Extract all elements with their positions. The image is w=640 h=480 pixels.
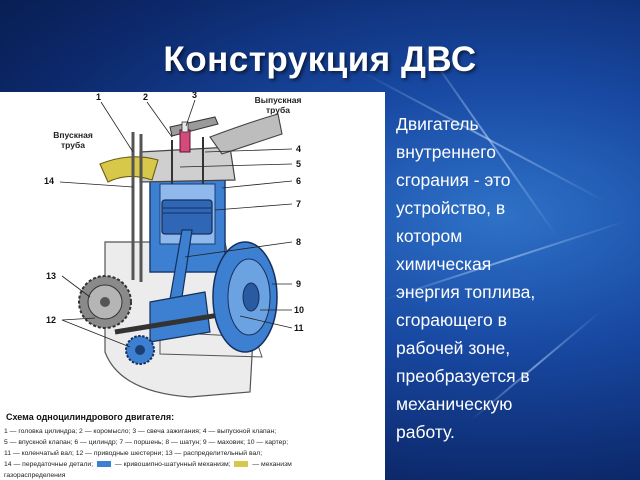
part-number-4: 4	[296, 144, 302, 154]
part-number-9: 9	[296, 279, 302, 289]
legend-line-1: 1 — головка цилиндра; 2 — коромысло; 3 —…	[4, 428, 277, 435]
intake-pipe-label: Впускная труба	[53, 130, 93, 150]
exhaust-pipe-label: Выпускная труба	[254, 95, 302, 115]
part-number-11: 11	[294, 323, 304, 333]
legend-line-3: 11 — коленчатый вал; 12 — приводные шест…	[4, 450, 263, 457]
crank-mechanism-swatch	[97, 461, 111, 468]
part-number-12: 12	[46, 315, 57, 325]
part-number-1: 1	[96, 92, 102, 102]
valve-mechanism-swatch	[234, 461, 249, 468]
part-number-13: 13	[46, 271, 57, 281]
engine-diagram: Выпускная труба Впускная труба 1 2 3 4 5…	[0, 92, 385, 480]
part-number-14: 14	[44, 176, 55, 186]
legend-line-5: газораспределения	[4, 472, 66, 479]
legend-line-4-text-c: — механизм	[252, 461, 292, 468]
diagram-caption-title: Схема одноцилиндрового двигателя:	[6, 412, 175, 422]
slide-body-text: Двигатель внутреннего сгорания - это уст…	[396, 114, 536, 442]
part-number-6: 6	[296, 176, 302, 186]
part-number-10: 10	[294, 305, 305, 315]
engine-illustration	[59, 99, 293, 398]
slide-title: Конструкция ДВС	[163, 40, 477, 79]
legend-line-2: 5 — впускной клапан; 6 — цилиндр; 7 — по…	[4, 439, 289, 446]
part-number-8: 8	[296, 237, 302, 247]
legend-line-4: 14 — передаточные детали; — кривошипно-ш…	[4, 461, 292, 468]
part-number-2: 2	[143, 92, 149, 102]
part-number-7: 7	[296, 199, 302, 209]
legend-line-4-text-b: — кривошипно-шатунный механизм;	[114, 461, 231, 468]
legend-line-4-text-a: 14 — передаточные детали;	[4, 461, 94, 468]
part-number-5: 5	[296, 159, 302, 169]
part-number-3: 3	[192, 92, 198, 100]
